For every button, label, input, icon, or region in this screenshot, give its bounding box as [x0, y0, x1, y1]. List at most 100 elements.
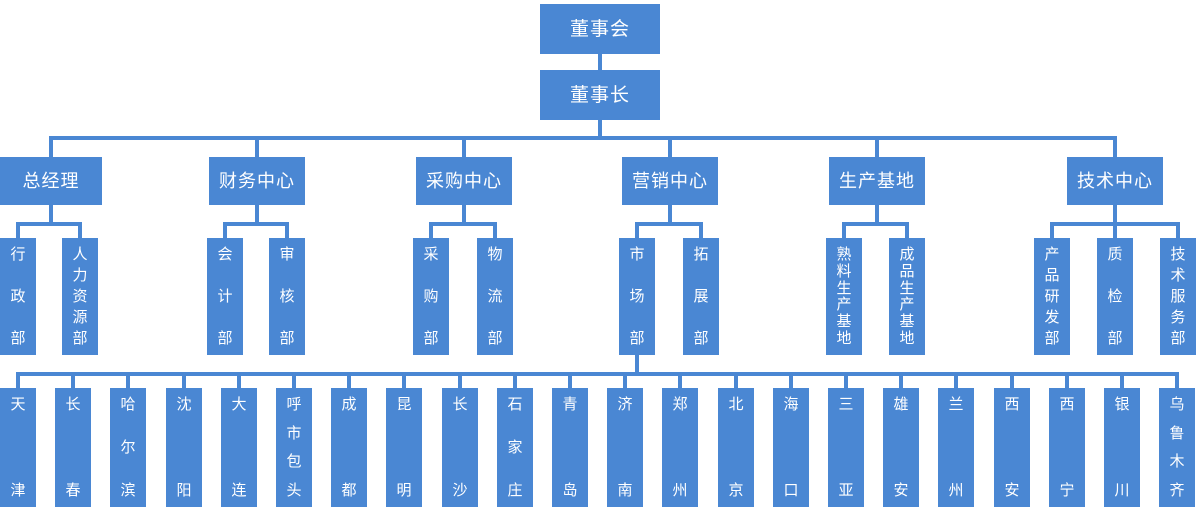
connector-bus-to-gm [49, 136, 53, 157]
node-city-chengdu[interactable]: 成都 [331, 388, 367, 507]
node-market-label: 市场部 [629, 246, 645, 347]
node-admin[interactable]: 行政部 [0, 238, 36, 355]
node-city-lanzhou[interactable]: 兰州 [938, 388, 974, 507]
connector-production-bus [842, 222, 909, 226]
connector-city-xiongan [899, 372, 903, 388]
connector-city-qingdao [568, 372, 572, 388]
node-city-haikou[interactable]: 海口 [773, 388, 809, 507]
node-city-xiongan-label: 雄安 [893, 396, 909, 499]
connector-technology-stem [1113, 205, 1117, 222]
node-techsvc[interactable]: 技术服务部 [1160, 238, 1196, 355]
node-city-shenyang[interactable]: 沈阳 [166, 388, 202, 507]
connector-city-harbin [126, 372, 130, 388]
node-expansion[interactable]: 拓展部 [683, 238, 719, 355]
node-marketing[interactable]: 营销中心 [622, 157, 718, 205]
node-city-tianjin[interactable]: 天津 [0, 388, 36, 507]
node-finished-label: 成品生产基地 [899, 246, 915, 347]
node-city-jinan[interactable]: 济南 [607, 388, 643, 507]
node-city-harbin[interactable]: 哈尔滨 [110, 388, 146, 507]
node-admin-label: 行政部 [10, 246, 26, 347]
connector-city-changchun [71, 372, 75, 388]
node-city-changsha[interactable]: 长沙 [442, 388, 478, 507]
node-city-qingdao-label: 青岛 [562, 396, 578, 499]
connector-city-dalian [237, 372, 241, 388]
node-city-urumqi[interactable]: 乌鲁木齐 [1159, 388, 1195, 507]
connector-city-chengdu [347, 372, 351, 388]
node-city-dalian[interactable]: 大连 [221, 388, 257, 507]
node-city-xian[interactable]: 西安 [994, 388, 1030, 507]
connector-production-stem [875, 205, 879, 222]
node-rnd-label: 产品研发部 [1044, 246, 1060, 347]
node-market[interactable]: 市场部 [619, 238, 655, 355]
connector-procurement-stem [462, 205, 466, 222]
node-city-hohhot-baotou-label: 呼市包头 [286, 396, 302, 499]
node-city-zhengzhou[interactable]: 郑州 [662, 388, 698, 507]
connector-market-to-cities [635, 355, 639, 372]
node-finance-label: 财务中心 [219, 171, 295, 191]
node-board[interactable]: 董事会 [540, 4, 660, 54]
node-city-changchun[interactable]: 长春 [55, 388, 91, 507]
connector-city-sanya [844, 372, 848, 388]
node-city-changchun-label: 长春 [65, 396, 81, 499]
node-techsvc-label: 技术服务部 [1170, 246, 1186, 347]
connector-city-zhengzhou [678, 372, 682, 388]
node-gm[interactable]: 总经理 [0, 157, 102, 205]
connector-marketing-child-1 [699, 222, 703, 238]
node-procurement[interactable]: 采购中心 [416, 157, 512, 205]
node-technology[interactable]: 技术中心 [1067, 157, 1163, 205]
node-production-label: 生产基地 [839, 171, 915, 191]
node-gm-label: 总经理 [22, 171, 80, 191]
connector-marketing-child-0 [635, 222, 639, 238]
node-production[interactable]: 生产基地 [829, 157, 925, 205]
connector-city-hohhot-baotou [292, 372, 296, 388]
node-city-jinan-label: 济南 [617, 396, 633, 499]
node-city-shenyang-label: 沈阳 [176, 396, 192, 499]
node-city-shijiazhuang-label: 石家庄 [507, 396, 523, 499]
node-logistics-label: 物流部 [487, 246, 503, 347]
connector-city-changsha [458, 372, 462, 388]
node-chairman[interactable]: 董事长 [540, 70, 660, 120]
connector-city-urumqi [1175, 372, 1179, 388]
node-audit[interactable]: 审核部 [269, 238, 305, 355]
connector-city-haikou [789, 372, 793, 388]
connector-bus-to-marketing [668, 136, 672, 157]
node-city-yinchuan-label: 银川 [1114, 396, 1130, 499]
connector-level2-bus [49, 136, 1117, 140]
node-clinker[interactable]: 熟料生产基地 [826, 238, 862, 355]
node-rnd[interactable]: 产品研发部 [1034, 238, 1070, 355]
connector-finance-child-0 [223, 222, 227, 238]
node-city-kunming-label: 昆明 [396, 396, 412, 499]
node-city-haikou-label: 海口 [783, 396, 799, 499]
node-city-xining-label: 西宁 [1059, 396, 1075, 499]
connector-production-child-1 [905, 222, 909, 238]
node-city-xining[interactable]: 西宁 [1049, 388, 1085, 507]
node-city-beijing-label: 北京 [728, 396, 744, 499]
node-purchasing[interactable]: 采购部 [413, 238, 449, 355]
node-city-lanzhou-label: 兰州 [948, 396, 964, 499]
connector-bus-to-technology [1113, 136, 1117, 157]
connector-bus-to-finance [255, 136, 259, 157]
node-technology-label: 技术中心 [1077, 171, 1153, 191]
node-city-hohhot-baotou[interactable]: 呼市包头 [276, 388, 312, 507]
node-city-xian-label: 西安 [1004, 396, 1020, 499]
node-city-qingdao[interactable]: 青岛 [552, 388, 588, 507]
node-finance[interactable]: 财务中心 [209, 157, 305, 205]
node-accounting[interactable]: 会计部 [207, 238, 243, 355]
node-city-shijiazhuang[interactable]: 石家庄 [497, 388, 533, 507]
node-city-sanya[interactable]: 三亚 [828, 388, 864, 507]
connector-finance-bus [223, 222, 289, 226]
node-logistics[interactable]: 物流部 [477, 238, 513, 355]
node-city-beijing[interactable]: 北京 [718, 388, 754, 507]
node-hr-label: 人力资源部 [72, 246, 88, 347]
node-city-kunming[interactable]: 昆明 [386, 388, 422, 507]
connector-marketing-stem [668, 205, 672, 222]
node-hr[interactable]: 人力资源部 [62, 238, 98, 355]
node-city-changsha-label: 长沙 [452, 396, 468, 499]
node-city-xiongan[interactable]: 雄安 [883, 388, 919, 507]
node-qc[interactable]: 质检部 [1097, 238, 1133, 355]
connector-city-beijing [734, 372, 738, 388]
node-finished[interactable]: 成品生产基地 [889, 238, 925, 355]
connector-city-lanzhou [954, 372, 958, 388]
node-city-yinchuan[interactable]: 银川 [1104, 388, 1140, 507]
node-chairman-label: 董事长 [569, 84, 630, 106]
